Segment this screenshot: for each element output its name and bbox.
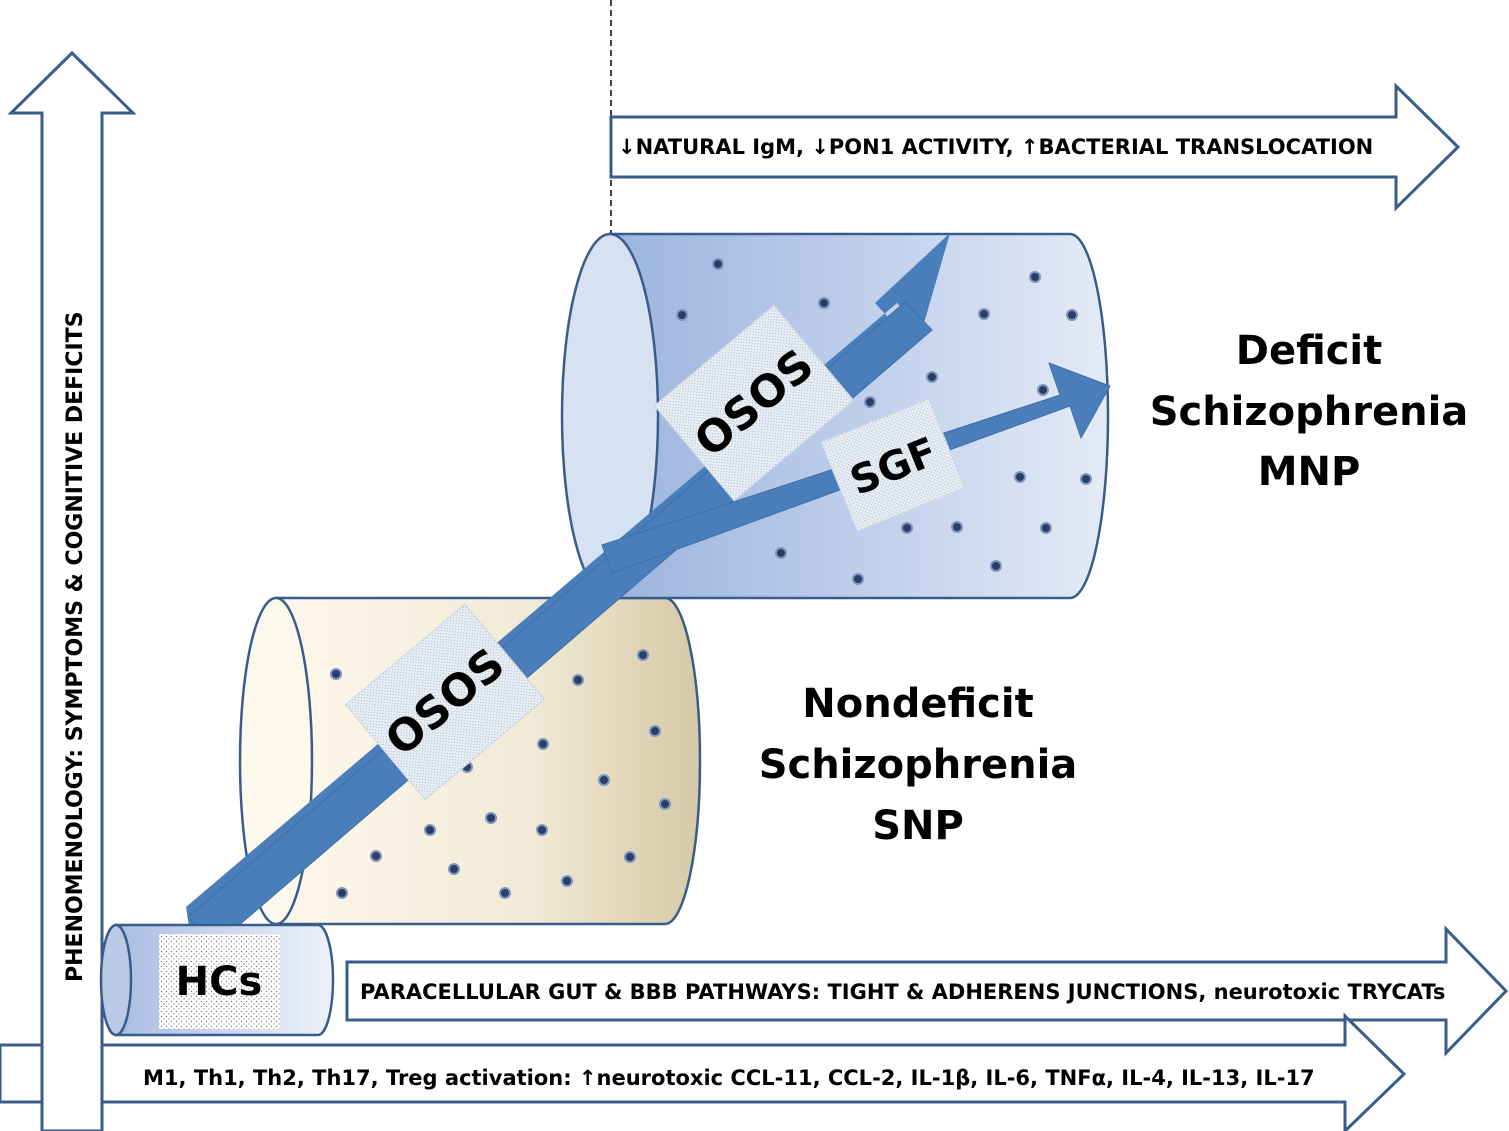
nondeficit-label-line-3: SNP (872, 803, 964, 849)
nondeficit-label-line-1: Nondeficit (802, 681, 1033, 727)
hcs-label: HCs (176, 959, 263, 1005)
deficit-label: Deficit Schizophrenia MNP (1150, 328, 1469, 495)
sgf-tag: SGF (820, 398, 966, 532)
nondeficit-label: Nondeficit Schizophrenia SNP (759, 681, 1078, 849)
deficit-label-line-2: Schizophrenia (1150, 389, 1469, 435)
top-arrow-label: ↓NATURAL IgM, ↓PON1 ACTIVITY, ↑BACTERIAL… (618, 135, 1373, 159)
deficit-label-line-3: MNP (1258, 449, 1361, 495)
top-arrow: ↓NATURAL IgM, ↓PON1 ACTIVITY, ↑BACTERIAL… (609, 82, 1461, 212)
hcs-cylinder: HCs (99, 923, 335, 1037)
vertical-axis-label: PHENOMENOLOGY: SYMPTOMS & COGNITIVE DEFI… (63, 311, 88, 982)
bottom-arrow-label: M1, Th1, Th2, Th17, Treg activation: ↑ne… (143, 1066, 1315, 1090)
nondeficit-label-line-2: Schizophrenia (759, 742, 1078, 788)
deficit-label-line-1: Deficit (1236, 328, 1383, 374)
middle-arrow: PARACELLULAR GUT & BBB PATHWAYS: TIGHT &… (345, 925, 1509, 1057)
middle-arrow-label: PARACELLULAR GUT & BBB PATHWAYS: TIGHT &… (360, 980, 1445, 1004)
bottom-arrow: M1, Th1, Th2, Th17, Treg activation: ↑ne… (0, 1012, 1407, 1131)
vertical-axis-arrow: PHENOMENOLOGY: SYMPTOMS & COGNITIVE DEFI… (7, 50, 137, 1131)
hcs-label-box (159, 934, 280, 1029)
